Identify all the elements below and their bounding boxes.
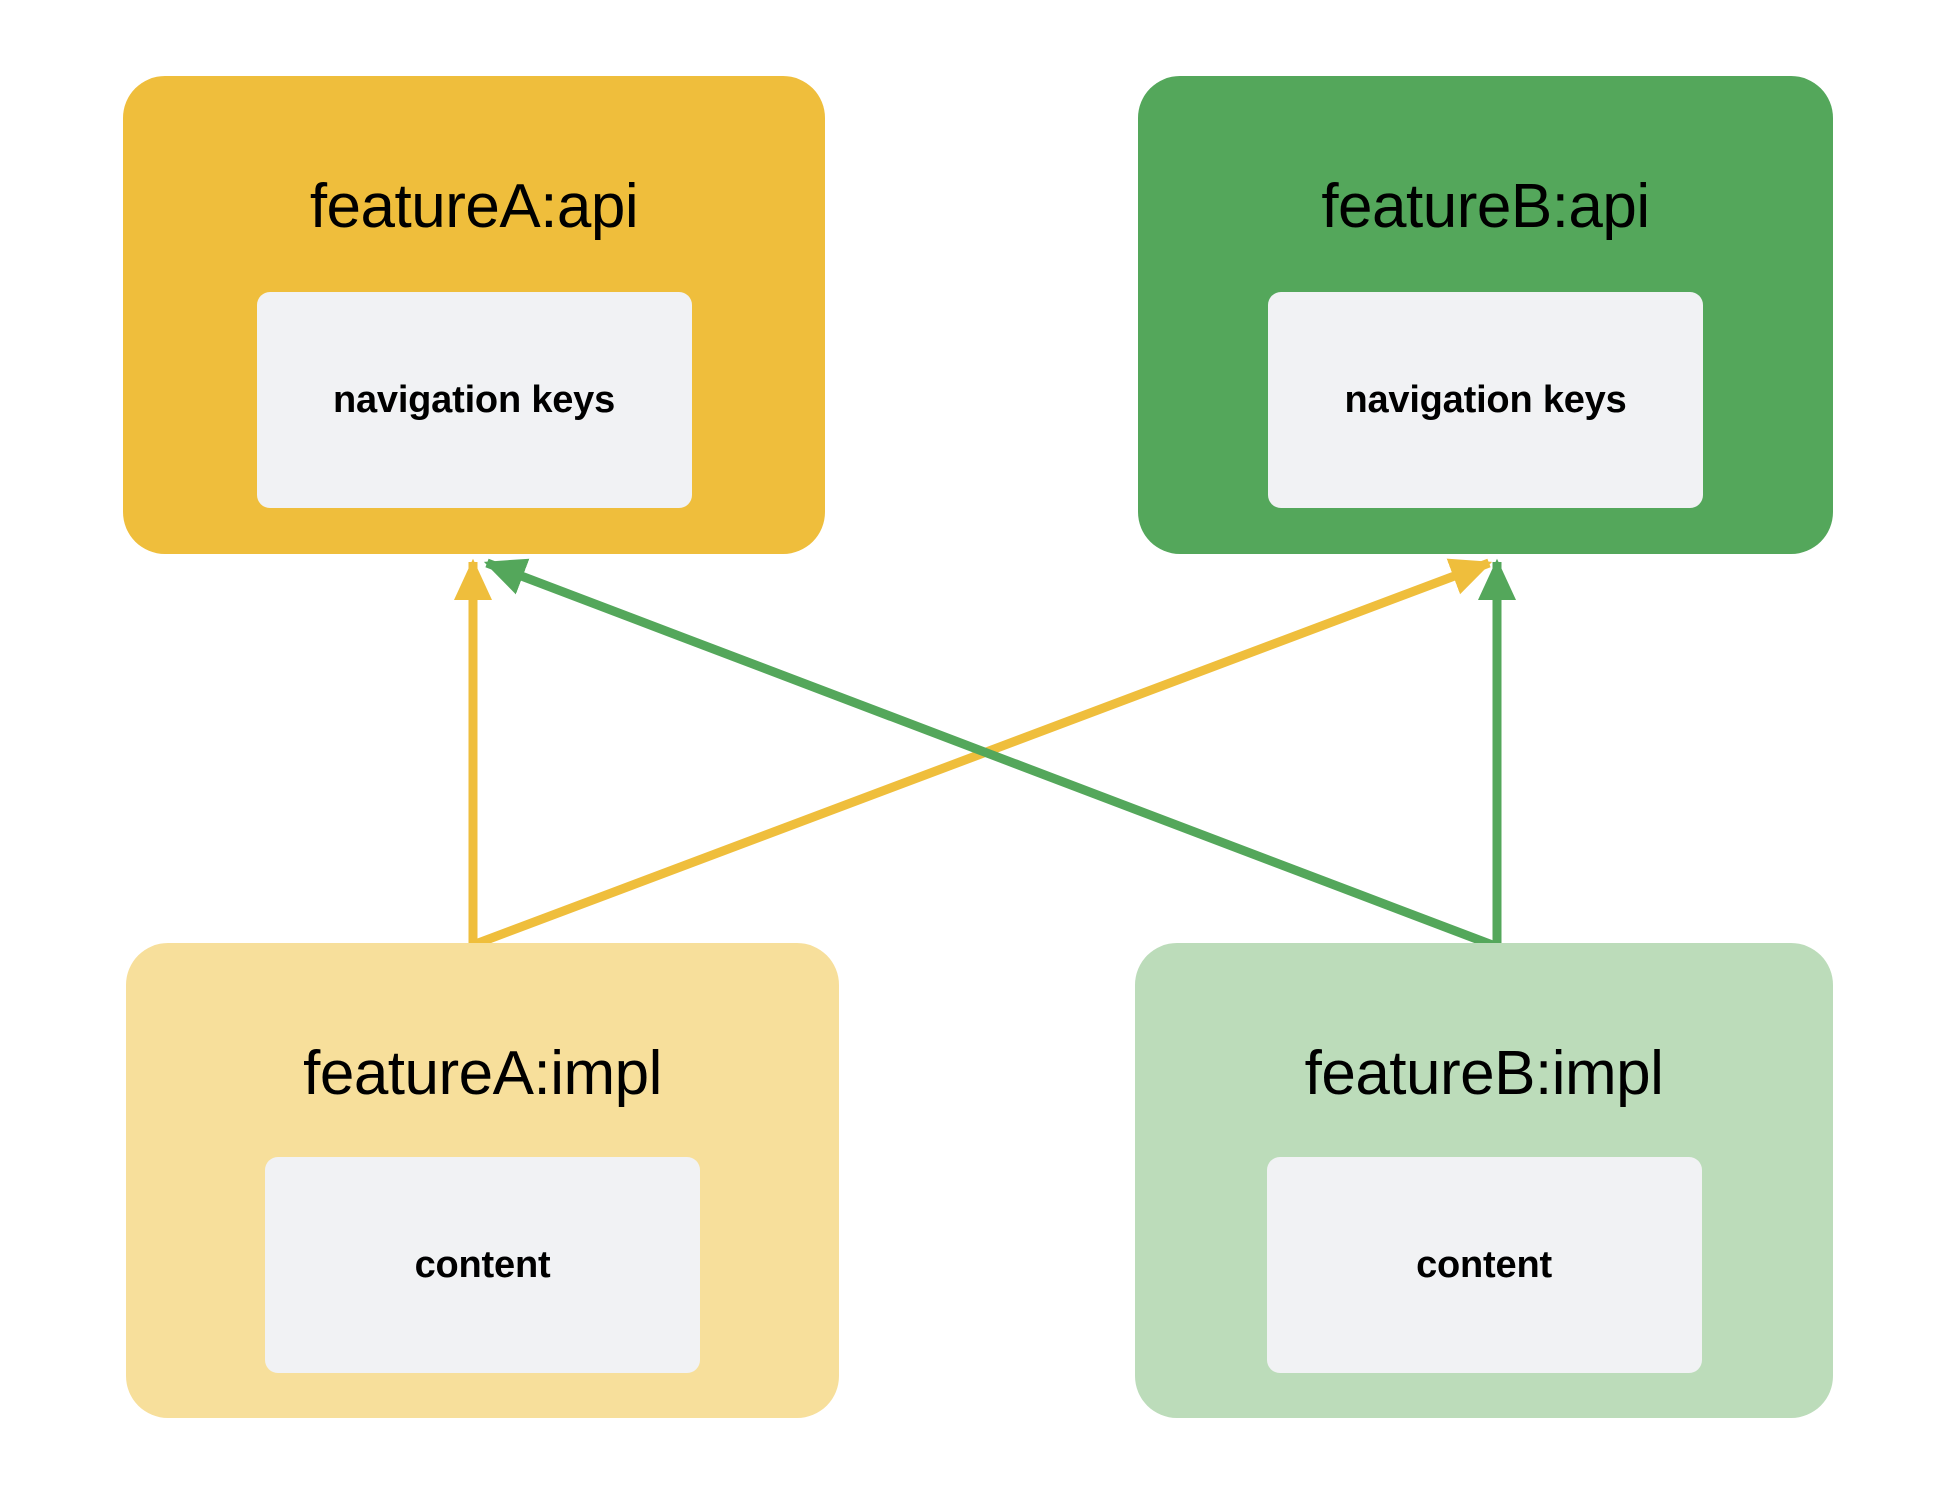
chip-featureB-api[interactable]: navigation keys [1268,292,1703,508]
node-featureA-api-title: featureA:api [309,172,639,241]
node-featureB-api-title: featureB:api [1321,172,1650,241]
node-featureA-impl-title: featureA:impl [303,1039,662,1108]
node-featureB-impl[interactable]: featureB:impl content [1135,943,1833,1418]
node-featureB-api[interactable]: featureB:api navigation keys [1138,76,1833,554]
chip-featureB-impl-label: content [1416,1243,1552,1286]
node-featureB-impl-title: featureB:impl [1304,1039,1664,1108]
chip-featureB-impl[interactable]: content [1266,1157,1702,1373]
chip-featureA-impl[interactable]: content [265,1157,700,1373]
chip-featureA-api-label: navigation keys [332,378,616,421]
chip-featureB-api-label: navigation keys [1344,378,1627,421]
edge-implB-to-apiA [483,558,1497,951]
chip-featureA-impl-label: content [414,1243,551,1286]
node-featureA-impl[interactable]: featureA:impl content [126,943,839,1418]
edge-implA-to-apiB [471,558,1493,950]
chip-featureA-api[interactable]: navigation keys [256,292,692,508]
node-featureA-api[interactable]: featureA:api navigation keys [123,76,825,554]
